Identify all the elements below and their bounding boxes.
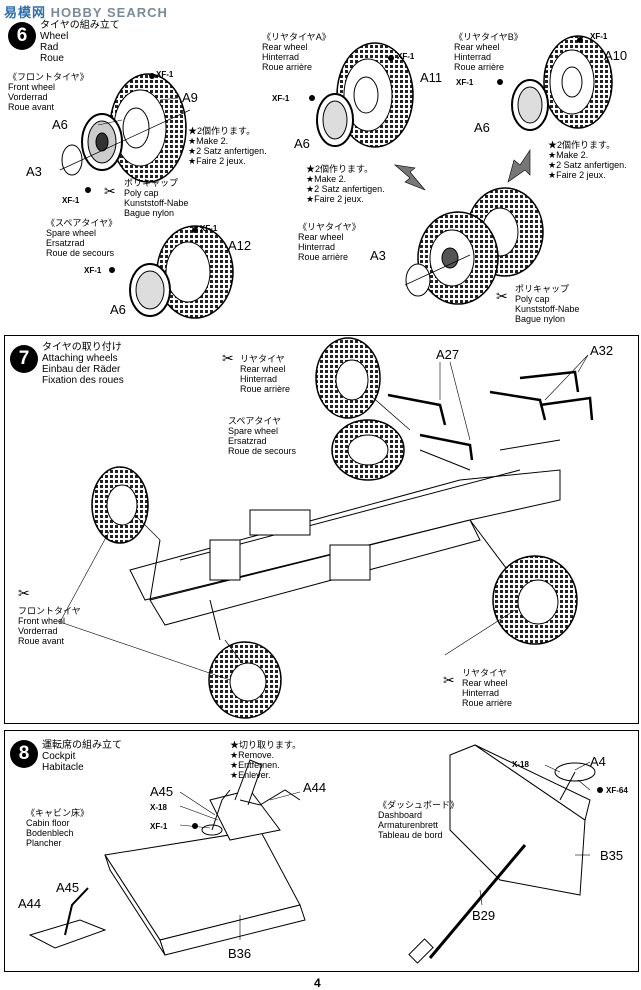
part-a12: A12 — [228, 238, 252, 253]
page-number: 4 — [314, 976, 321, 990]
part-a10: A10 — [604, 48, 628, 63]
part-a27: A27 — [436, 347, 460, 362]
front-wheel-step7-left — [91, 466, 161, 544]
x18-callout-dash: X-18 — [512, 760, 529, 769]
rear-wheel-a-drawing — [316, 42, 414, 148]
spare-wheel-step7 — [331, 419, 405, 481]
chassis-drawing — [129, 439, 561, 641]
xf1-callout-cabin: XF-1 — [150, 822, 168, 831]
part-a6-front: A6 — [52, 117, 68, 132]
make2-rear-a: ★2個作ります。★Make 2.★2 Satz anfertigen.★Fair… — [306, 164, 385, 204]
xf1-callout-rear-a: XF-1 — [397, 52, 415, 61]
part-a9: A9 — [182, 90, 198, 105]
x18-callout: X-18 — [150, 803, 167, 812]
a45-detail-drawing — [28, 887, 107, 949]
part-a3-rear: A3 — [370, 248, 386, 263]
xf1-callout-front: XF-1 — [156, 70, 174, 79]
part-a44: A44 — [303, 780, 327, 795]
wrench-icon: ✂ — [104, 183, 116, 199]
step8-frame — [4, 730, 639, 972]
dual-rear-wheel-drawing — [404, 187, 544, 305]
cabin-floor-drawing — [104, 759, 306, 956]
step-8-number: 8 — [10, 740, 38, 768]
part-a45: A45 — [150, 784, 174, 799]
make2-front: ★2個作ります。★Make 2.★2 Satz anfertigen.★Fair… — [188, 126, 267, 166]
rear-wheel-b-drawing — [511, 35, 613, 131]
xf1-callout-spare: XF-1 — [200, 224, 218, 233]
xf1-callout-rear-a-2: XF-1 — [272, 94, 290, 103]
step-6-number: 6 — [8, 22, 36, 50]
part-a44-detail: A44 — [18, 896, 42, 911]
rear-wheel-step7-bottom — [492, 555, 578, 645]
wrench-icon: ✂ — [443, 672, 455, 688]
watermark-logo: 易模网 HOBBY SEARCH — [4, 5, 168, 20]
part-b29: B29 — [472, 908, 496, 923]
part-a45-detail: A45 — [56, 880, 80, 895]
part-b36: B36 — [228, 946, 252, 961]
xf1-callout-spare-2: XF-1 — [84, 266, 102, 275]
xf64-callout: XF-64 — [606, 786, 628, 795]
part-a11: A11 — [420, 70, 443, 85]
remove-note: ★切り取ります。★Remove.★Entfernen.★Enlever. — [230, 740, 302, 780]
part-a4: A4 — [590, 754, 606, 769]
front-wheel-step7-bottom — [208, 639, 282, 719]
wrench-icon: ✂ — [496, 288, 508, 304]
dashboard-drawing — [408, 744, 596, 964]
part-a6-rear-a: A6 — [294, 136, 310, 151]
rear-wheel-step7-top — [315, 337, 411, 431]
spare-wheel-step6-drawing — [129, 225, 234, 319]
step-7-number: 7 — [10, 345, 38, 373]
step7-frame — [4, 335, 639, 724]
front-wheel-drawing — [59, 73, 191, 183]
xf1-callout-rear-b-2: XF-1 — [456, 78, 474, 87]
a27-a32-brackets — [387, 370, 594, 461]
part-b35: B35 — [600, 848, 624, 863]
xf1-callout-rear-b: XF-1 — [590, 32, 608, 41]
make2-rear-b: ★2個作ります。★Make 2.★2 Satz anfertigen.★Fair… — [548, 140, 627, 180]
wrench-icon: ✂ — [222, 350, 234, 366]
xf1-callout-front-2: XF-1 — [62, 196, 80, 205]
part-a6-rear-b: A6 — [474, 120, 490, 135]
part-a6-spare: A6 — [110, 302, 126, 317]
wrench-icon: ✂ — [18, 585, 30, 601]
part-a3-front: A3 — [26, 164, 42, 179]
part-a32: A32 — [590, 343, 614, 358]
